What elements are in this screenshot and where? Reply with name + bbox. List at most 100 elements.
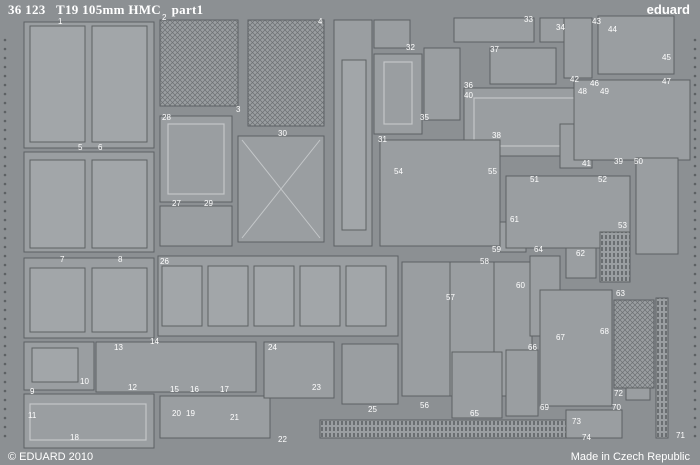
fret-perforation [693,110,697,114]
part-number-label: 37 [490,45,499,54]
part-11-18-strip [23,393,155,449]
fret-perforation [3,245,7,249]
fret-perforation [3,299,7,303]
fret-perforation [693,263,697,267]
fret-perforation [3,227,7,231]
part-number-label: 66 [528,343,537,352]
part-67-68-69-block [539,289,613,407]
part-number-label: 45 [662,53,671,62]
part-50-shroud [635,157,679,255]
part-26-cradle [253,265,295,327]
part-63-mesh [613,299,655,389]
part-number-label: 1 [58,17,63,26]
part-number-label: 70 [612,403,621,412]
part-number-label: 5 [78,143,83,152]
part-number-label: 65 [470,409,479,418]
fret-perforation [3,164,7,168]
part-number-label: 33 [524,15,533,24]
part-number-label: 19 [186,409,195,418]
fret-perforation [693,281,697,285]
fret-perforation [693,74,697,78]
part-number-label: 29 [204,199,213,208]
part-28-hatch [159,115,233,203]
part-number-label: 10 [80,377,89,386]
part-number-label: 23 [312,383,321,392]
fret-perforation [693,200,697,204]
part-32-tab [373,19,411,49]
part-25-box [341,343,399,405]
part-number-label: 6 [98,143,103,152]
part-4-mesh-grille [247,19,325,127]
fret-perforation [693,218,697,222]
part-number-label: 38 [492,131,501,140]
part-11-18-arc [29,403,147,441]
part-number-label: 62 [576,249,585,258]
fret-perforation [693,101,697,105]
part-number-label: 3 [236,105,241,114]
fret-perforation [693,92,697,96]
part-13-17-block [95,341,257,393]
part-10-plate [31,347,79,383]
fret-perforation [3,326,7,330]
part-32-box [373,53,423,135]
part-number-label: 64 [534,245,543,254]
fret-perforation [693,299,697,303]
part-number-label: 32 [406,43,415,52]
fret-perforation [693,245,697,249]
fret-perforation [3,47,7,51]
part-42-bracket [563,17,593,79]
fret-perforation [3,254,7,258]
part-5-panel [29,159,86,249]
part-37-plate [489,47,557,85]
fret-perforation [693,362,697,366]
copyright-note: © EDUARD 2010 [8,451,94,463]
fret-perforation [3,128,7,132]
part-number-label: 68 [600,327,609,336]
fret-perforation [3,380,7,384]
fret-perforation [693,164,697,168]
part-number-label: 72 [614,389,623,398]
part-number-label: 31 [378,135,387,144]
fret-perforation [3,110,7,114]
fret-perforation [3,434,7,438]
part-65-66-group [451,351,503,419]
part-number-label: 60 [516,281,525,290]
part-7-panel [29,267,86,333]
fret-perforation [693,128,697,132]
fret-perforation [3,281,7,285]
part-number-label: 28 [162,113,171,122]
part-27-29-brackets [159,205,233,247]
fret-perforation [693,416,697,420]
fret-perforation [693,227,697,231]
fret-perforation [3,83,7,87]
fret-perforation [3,353,7,357]
fret-perforation [3,137,7,141]
part-number-label: 52 [598,175,607,184]
part-33-bar [453,17,535,43]
part-32-frame [383,61,413,125]
part-31-holes-plate [341,59,367,231]
fret-perforation [3,200,7,204]
part-number-label: 8 [118,255,123,264]
fret-perforation [693,191,697,195]
fret-perforation [3,218,7,222]
part-number-label: 46 [590,79,599,88]
part-number-label: 57 [446,293,455,302]
part-number-label: 21 [230,413,239,422]
part-6-panel [91,159,148,249]
part-number-label: 40 [464,91,473,100]
brand-logo: eduard [646,2,690,17]
fret-perforation [693,155,697,159]
fret-perforation [693,425,697,429]
fret-perforation [693,371,697,375]
part-number-label: 42 [570,75,579,84]
part-number-label: 44 [608,25,617,34]
part-70-74-base [565,409,623,439]
part-43-44-45-block [597,15,675,75]
fret-perforation [3,362,7,366]
fret-perforation [693,380,697,384]
fret-perforation [693,65,697,69]
fret-perforation [3,317,7,321]
fret-perforation [3,56,7,60]
fret-perforation [3,308,7,312]
